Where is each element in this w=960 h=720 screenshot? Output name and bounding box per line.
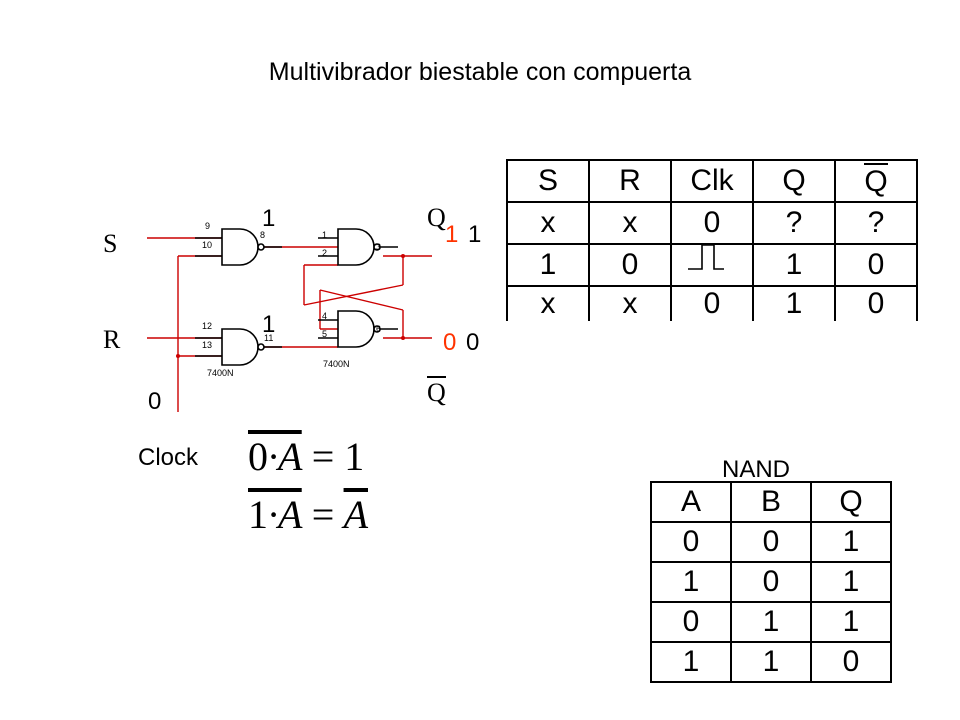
pin-3: 3 (376, 242, 381, 252)
cell: 1 (650, 561, 732, 603)
gate-top-value: 1 (262, 205, 276, 232)
pin-5: 5 (322, 329, 327, 339)
nand-title: NAND (722, 456, 791, 483)
nand-gate-1 (221, 228, 259, 266)
nand-gate-3 (337, 228, 375, 266)
cell: 1 (650, 641, 732, 683)
table-row: 0 0 1 (650, 521, 892, 563)
nand-table-header: A B Q (650, 481, 892, 523)
output-qbar-label: Q (427, 376, 446, 407)
table-row: x x 0 1 0 (506, 285, 918, 321)
gate-bottom-value: 1 (262, 311, 276, 338)
cell: 0 (670, 201, 754, 244)
pin-1: 1 (322, 230, 327, 240)
pin-13: 13 (202, 340, 212, 350)
chip-label-right: 7400N (323, 359, 350, 369)
cell: x (588, 201, 672, 244)
cell: 0 (650, 521, 732, 563)
q-prev-value: 1 (445, 221, 459, 248)
table-row: 1 1 0 (650, 641, 892, 683)
header-q: Q (752, 159, 836, 202)
cell: x (506, 201, 590, 244)
output-q-label: Q (427, 203, 446, 232)
pin-11: 11 (264, 333, 273, 343)
junction-dots (176, 254, 405, 358)
slide-title: Multivibrador biestable con compuerta (268, 58, 692, 86)
pin-2: 2 (322, 248, 327, 258)
cell: 0 (588, 243, 672, 286)
qbar-prev-value: 0 (443, 329, 457, 356)
cell: 0 (730, 521, 812, 563)
cell: 1 (730, 601, 812, 643)
cell: 0 (810, 641, 892, 683)
pin-9: 9 (205, 221, 210, 231)
table-row: 1 0 1 (650, 561, 892, 603)
clock-label: Clock (138, 444, 199, 471)
input-r-label: R (103, 325, 121, 354)
cell: x (588, 285, 672, 321)
header-r: R (588, 159, 672, 202)
pin-4: 4 (322, 311, 327, 321)
pin-8: 8 (260, 230, 265, 240)
state-table-header: S R Clk Q Q (506, 159, 918, 202)
cell: 1 (752, 243, 836, 286)
pin-12: 12 (202, 321, 212, 331)
cell: x (506, 285, 590, 321)
equation-2: 1·A = A (248, 492, 368, 537)
input-s-label: S (103, 229, 118, 258)
cell: ? (752, 201, 836, 244)
header-a: A (650, 481, 732, 523)
table-row: x x 0 ? ? (506, 201, 918, 244)
cell: 1 (810, 601, 892, 643)
nand-gate-4 (337, 310, 375, 348)
cell: 0 (730, 561, 812, 603)
header-clk: Clk (670, 159, 754, 202)
circuit-wires (147, 237, 432, 412)
cell: 1 (730, 641, 812, 683)
qbar-value: 0 (466, 329, 480, 356)
header-b: B (730, 481, 812, 523)
table-row: 1 0 1 0 (506, 243, 918, 286)
cell: 1 (810, 521, 892, 563)
cell: 0 (650, 601, 732, 643)
pin-6: 6 (376, 324, 381, 334)
cell: 0 (834, 243, 918, 286)
clock-value: 0 (148, 388, 162, 415)
pin-10: 10 (202, 240, 212, 250)
nand-gate-2 (221, 328, 259, 366)
cell: ? (834, 201, 918, 244)
cell: 1 (810, 561, 892, 603)
table-row: 0 1 1 (650, 601, 892, 643)
state-table: S R Clk Q Q x x 0 ? ? 1 0 1 0 x x 0 1 0 (506, 159, 918, 321)
header-qbar: Q (834, 159, 918, 202)
cell: 1 (752, 285, 836, 321)
q-value: 1 (468, 221, 482, 248)
cell: 0 (670, 285, 754, 321)
equation-1: 0·A = 1 (248, 434, 365, 479)
chip-label-left: 7400N (207, 368, 234, 378)
cell: 1 (506, 243, 590, 286)
nand-table: A B Q 0 0 1 1 0 1 0 1 1 1 1 0 (650, 481, 892, 683)
header-q: Q (810, 481, 892, 523)
cell: 0 (834, 285, 918, 321)
header-s: S (506, 159, 590, 202)
clock-pulse-cell (670, 243, 754, 286)
